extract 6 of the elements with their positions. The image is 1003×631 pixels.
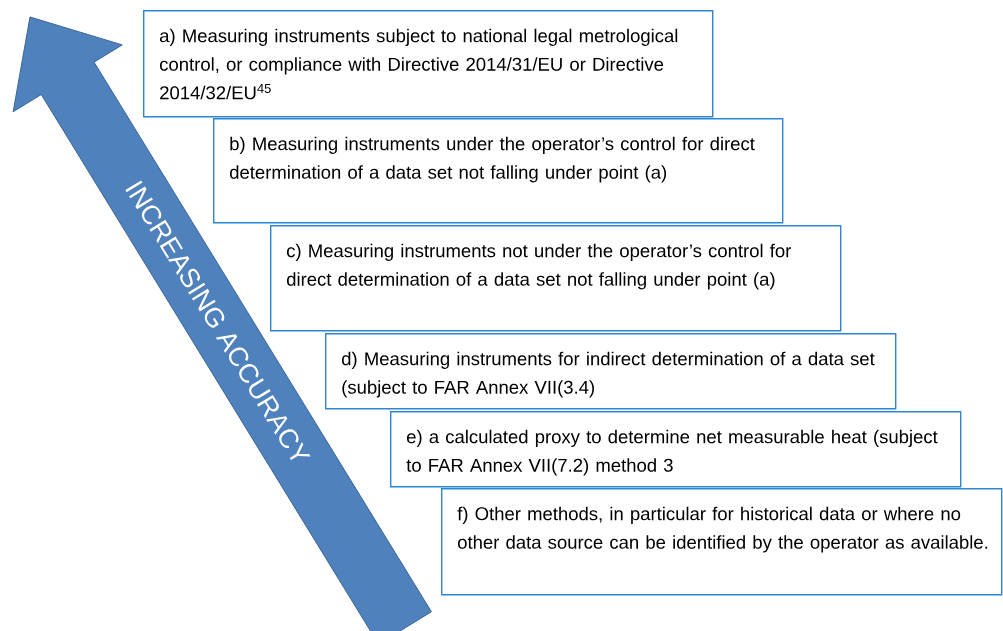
method-box: e) a calculated proxy to determine net measurable heat (subject to FAR Annex VII(7.2) method 3 <box>390 411 962 488</box>
method-box: d) Measuring instruments for indirect determination of a data set (subject to FAR Annex VII(3.4) <box>325 333 897 410</box>
method-box: a) Measuring instruments subject to national legal metrological control, or compliance with Directive 2014/31/EU or Directive 2014/32/EU$^{45}$ <box>143 10 714 118</box>
method-box: b) Measuring instruments under the operator’s control for direct determination of a data set not falling under point (a) <box>213 118 784 224</box>
method-box: f) Other methods, in particular for historical data or where no other data source can be identified by the operator as available. <box>441 488 1003 596</box>
method-box: c) Measuring instruments not under the operator’s control for direct determination of a data set not falling under point (a) <box>270 225 842 332</box>
